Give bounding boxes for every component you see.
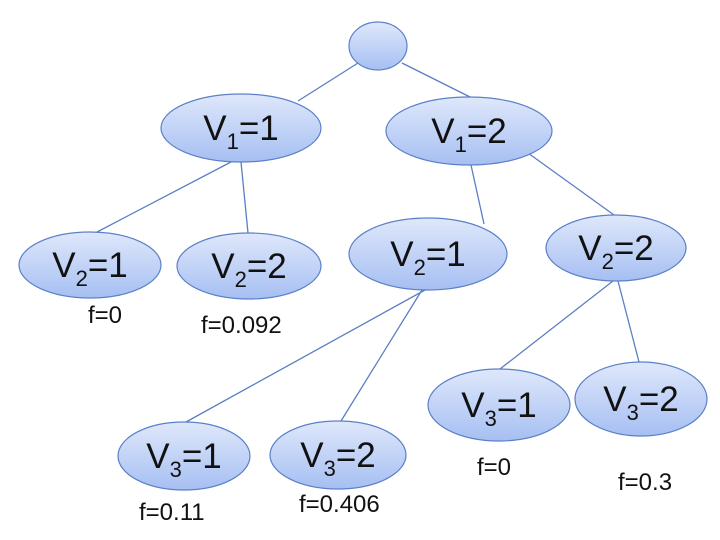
tree-node-root: [348, 21, 408, 71]
scores-layer: f=0 f=0.092 f=0.11 f=0.406 f=0 f=0.3: [88, 302, 672, 526]
tree-node-n212: V3=2: [269, 420, 407, 490]
tree-node-n21: V2=1: [348, 217, 508, 291]
node-label: V2=1: [390, 235, 466, 280]
node-value: =1: [88, 246, 128, 285]
node-subscript: 3: [485, 406, 497, 431]
edge-n22-n221: [499, 280, 614, 370]
node-ellipse: [18, 231, 162, 299]
tree-node-n11: V2=1: [18, 231, 162, 299]
node-value: =1: [239, 109, 279, 148]
node-ellipse: [348, 21, 408, 71]
node-variable: V: [578, 229, 602, 268]
tree-node-n222: V3=2: [574, 361, 708, 437]
node-variable: V: [203, 109, 227, 148]
node-ellipse: [574, 361, 708, 437]
edge-n1-n12: [240, 161, 249, 234]
node-label: V2=1: [52, 246, 128, 291]
node-ellipse: [545, 214, 687, 282]
edge-n21-n211: [185, 289, 426, 423]
node-variable: V: [146, 437, 170, 476]
node-value: =2: [467, 112, 507, 151]
tree-node-n221: V3=1: [427, 368, 571, 442]
node-ellipse: [160, 93, 322, 163]
score-label-n11: f=0: [88, 302, 122, 329]
edge-n21-n212: [340, 289, 423, 422]
node-variable: V: [211, 247, 235, 286]
edge-n2-n22: [527, 152, 615, 216]
score-label-n212: f=0.406: [299, 491, 380, 518]
node-value: =1: [497, 386, 537, 425]
edge-n2-n21: [470, 164, 485, 225]
node-subscript: 2: [76, 266, 88, 291]
node-ellipse: [176, 232, 322, 300]
node-variable: V: [603, 380, 627, 419]
score-label-n211: f=0.11: [139, 499, 205, 526]
node-value: =2: [639, 380, 679, 419]
node-ellipse: [348, 217, 508, 291]
node-variable: V: [431, 112, 455, 151]
node-subscript: 2: [235, 267, 247, 292]
edge-n22-n222: [617, 280, 640, 363]
node-value: =1: [182, 437, 222, 476]
node-subscript: 3: [170, 457, 182, 482]
tree-node-n22: V2=2: [545, 214, 687, 282]
node-label: V3=2: [300, 436, 376, 481]
node-label: V3=1: [461, 386, 537, 431]
node-ellipse: [117, 421, 251, 491]
node-value: =1: [426, 235, 466, 274]
tree-node-n1: V1=1: [160, 93, 322, 163]
node-subscript: 1: [227, 129, 239, 154]
node-label: V1=2: [431, 112, 507, 157]
node-label: V1=1: [203, 109, 279, 154]
node-value: =2: [247, 247, 287, 286]
edges-layer: [96, 62, 640, 423]
score-label-n221: f=0: [477, 454, 511, 481]
node-label: V2=2: [211, 247, 287, 292]
node-variable: V: [52, 246, 76, 285]
node-value: =2: [614, 229, 654, 268]
node-subscript: 1: [455, 132, 467, 157]
node-ellipse: [427, 368, 571, 442]
edge-root-n2: [401, 62, 471, 98]
node-ellipse: [269, 420, 407, 490]
node-variable: V: [461, 386, 485, 425]
tree-node-n211: V3=1: [117, 421, 251, 491]
node-subscript: 3: [627, 400, 639, 425]
node-label: V2=2: [578, 229, 654, 274]
node-variable: V: [300, 436, 324, 475]
node-ellipse: [385, 96, 553, 166]
edge-n1-n11: [96, 161, 232, 233]
node-variable: V: [390, 235, 414, 274]
node-label: V3=1: [146, 437, 222, 482]
tree-node-n2: V1=2: [385, 96, 553, 166]
edge-root-n1: [297, 62, 359, 102]
node-subscript: 2: [414, 255, 426, 280]
node-label: V3=2: [603, 380, 679, 425]
node-value: =2: [336, 436, 376, 475]
tree-node-n12: V2=2: [176, 232, 322, 300]
node-subscript: 2: [602, 249, 614, 274]
score-label-n222: f=0.3: [618, 469, 672, 496]
node-subscript: 3: [324, 456, 336, 481]
score-label-n12: f=0.092: [201, 312, 282, 339]
